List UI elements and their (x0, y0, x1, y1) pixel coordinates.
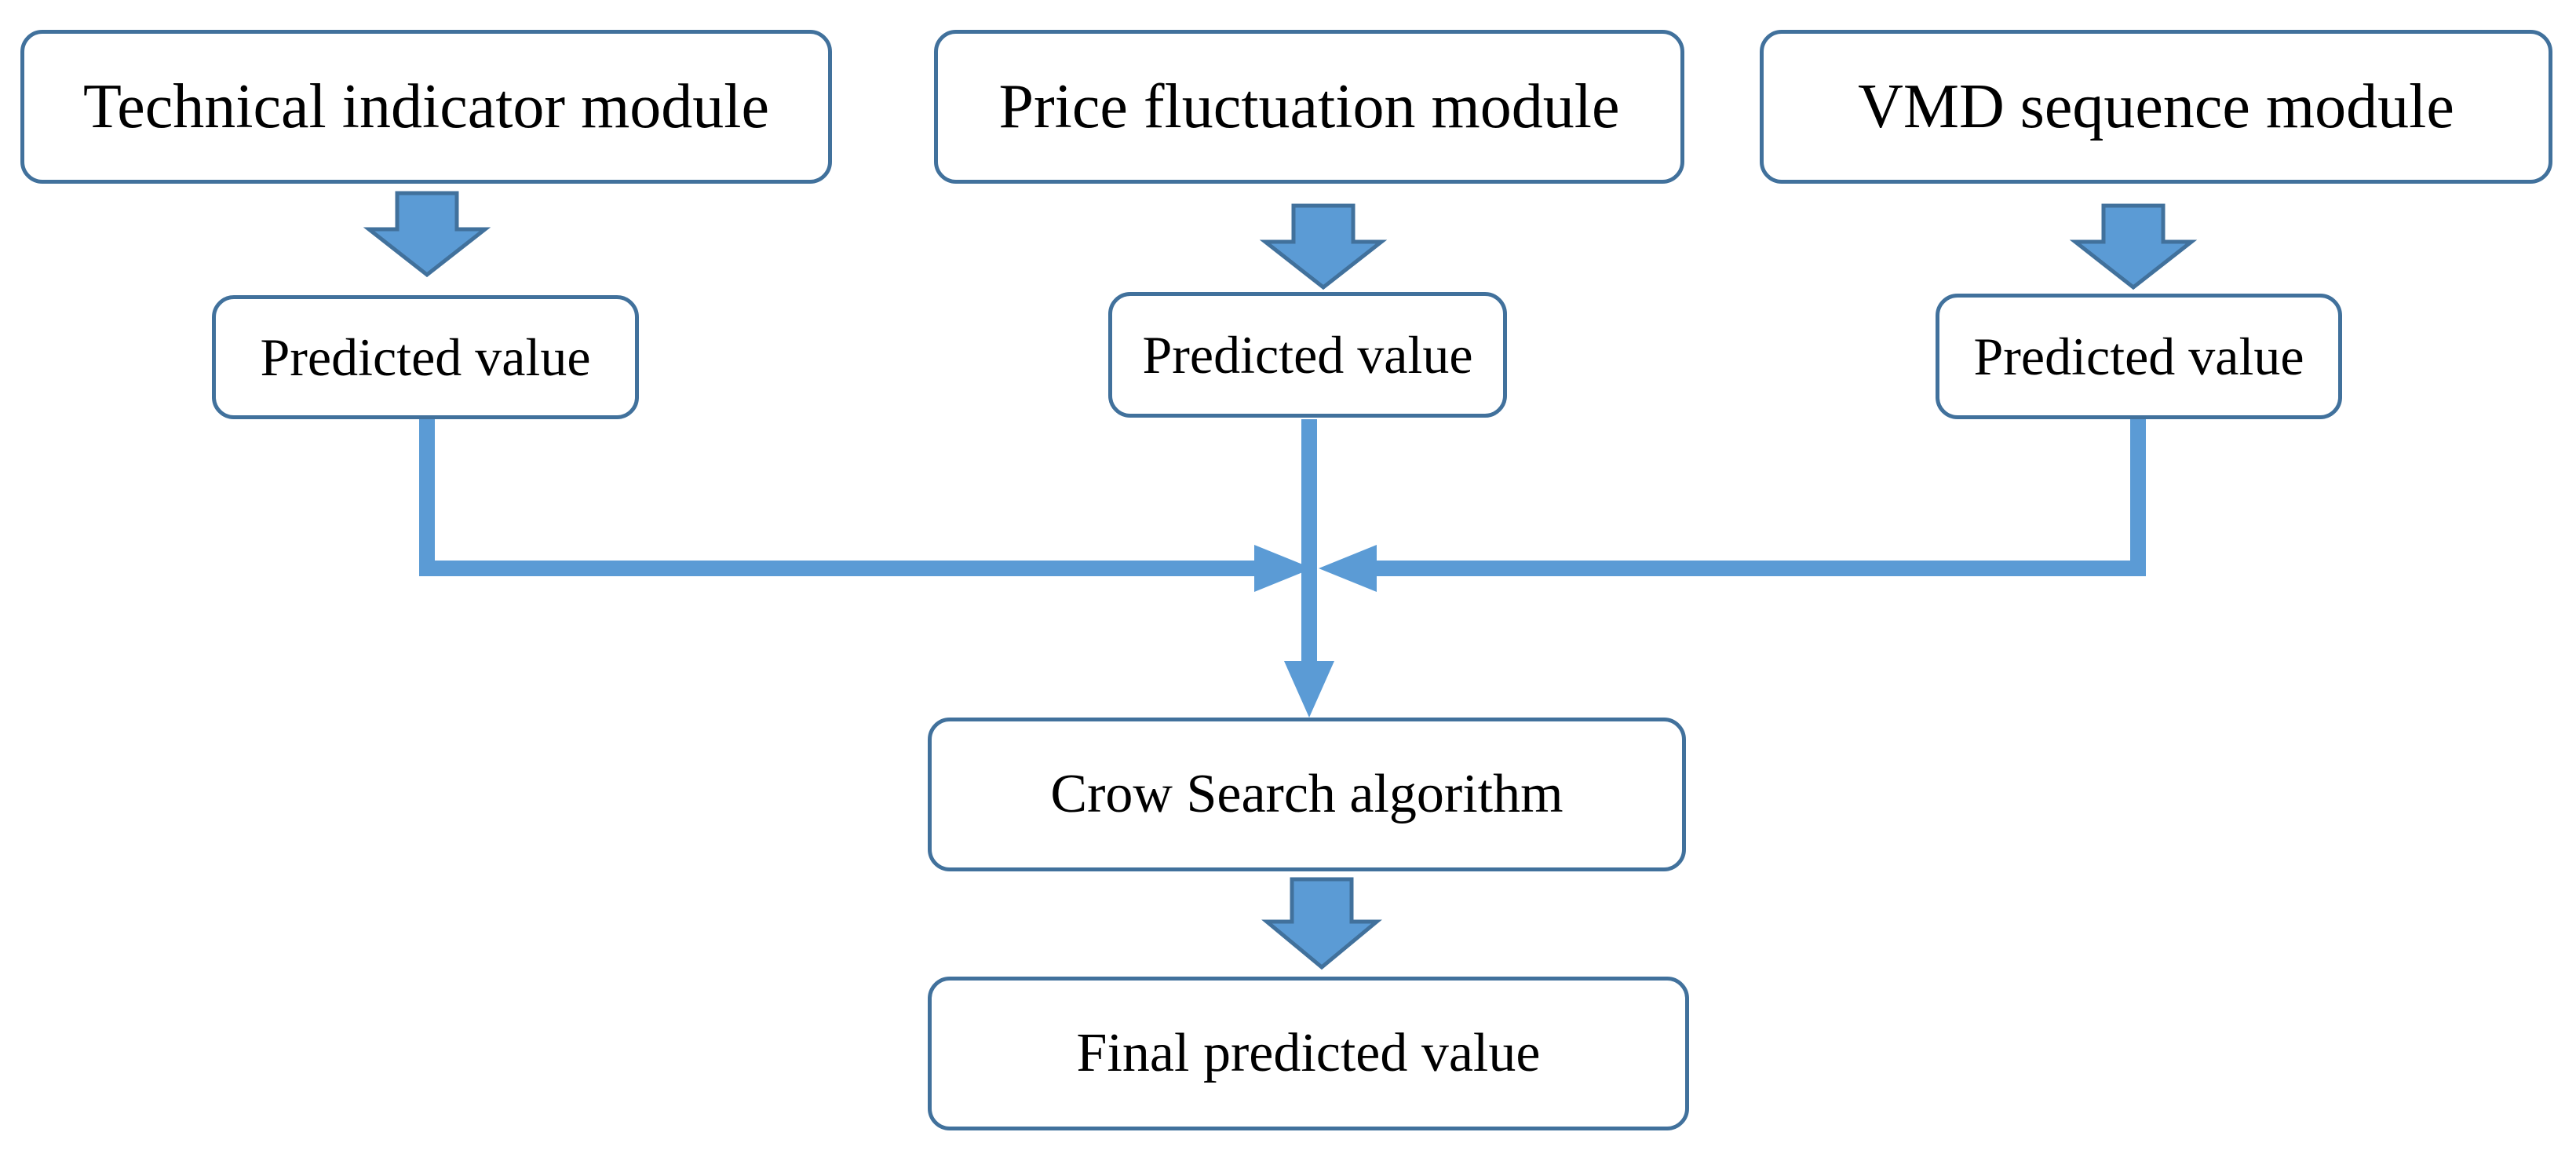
connector-center-head (1284, 661, 1334, 718)
final-predicted-value-box: Final predicted value (928, 977, 1689, 1130)
final-predicted-value-label: Final predicted value (1076, 1023, 1541, 1083)
connector-left-head (1254, 545, 1312, 592)
crow-search-algorithm-box: Crow Search algorithm (928, 718, 1686, 871)
technical-predicted-value-label: Predicted value (260, 327, 591, 387)
down-arrow-price (1259, 203, 1388, 290)
vmd-predicted-value-label: Predicted value (1973, 327, 2304, 386)
connector-right (1369, 419, 2146, 576)
technical-indicator-module-label: Technical indicator module (82, 72, 770, 141)
price-fluctuation-module-label: Price fluctuation module (998, 72, 1620, 141)
technical-indicator-module-box: Technical indicator module (20, 30, 832, 184)
price-fluctuation-module-box: Price fluctuation module (934, 30, 1684, 184)
vmd-sequence-module-label: VMD sequence module (1858, 72, 2454, 141)
down-arrow-vmd (2069, 203, 2198, 290)
crow-search-algorithm-label: Crow Search algorithm (1050, 764, 1563, 824)
technical-predicted-value-box: Predicted value (212, 295, 639, 419)
down-arrow-combiner (1261, 877, 1382, 970)
connector-right-head (1319, 545, 1377, 592)
down-arrow-technical (363, 191, 491, 278)
vmd-sequence-module-box: VMD sequence module (1760, 30, 2552, 184)
connector-left (419, 419, 1262, 576)
price-predicted-value-label: Predicted value (1142, 325, 1473, 385)
vmd-predicted-value-box: Predicted value (1936, 294, 2342, 419)
price-predicted-value-box: Predicted value (1108, 292, 1507, 418)
